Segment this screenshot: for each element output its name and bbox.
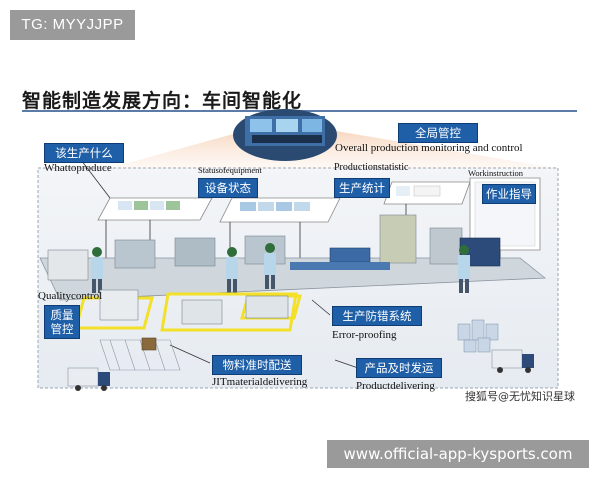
product-delivery-label: 产品及时发运 xyxy=(356,358,442,378)
source-watermark: 搜狐号@无忧知识星球 xyxy=(465,390,575,403)
status-panel-2 xyxy=(219,197,341,223)
url-banner: www.official-app-kysports.com xyxy=(327,440,589,468)
global-control-caption: Overall production monitoring and contro… xyxy=(335,142,523,154)
jit-delivery-caption: JITmaterialdelivering xyxy=(212,376,308,388)
warehouse-boxes xyxy=(457,319,499,353)
tag-label: TG: MYYJJPP xyxy=(10,10,135,40)
product-delivery-caption: Productdelivering xyxy=(356,380,435,392)
page-title: 智能制造发展方向：车间智能化 xyxy=(22,90,303,112)
work-instruction-label: 作业指导 xyxy=(482,184,536,204)
truck-right xyxy=(491,349,534,373)
statistic-panel xyxy=(383,181,471,205)
status-equipment-label: 设备状态 xyxy=(198,178,258,198)
production-statistic-label: 生产统计 xyxy=(334,178,390,198)
status-equipment-caption: Statusofequipment xyxy=(198,165,262,175)
material-racks xyxy=(47,249,289,325)
work-instruction-caption: Workinstruction xyxy=(468,168,524,178)
jit-shelving xyxy=(99,337,181,371)
control-room-image xyxy=(233,109,337,161)
what-produce-label: 该生产什么 xyxy=(44,143,124,163)
error-proofing-label: 生产防错系统 xyxy=(332,306,422,326)
quality-control-label: 质量 管控 xyxy=(44,305,80,339)
error-proofing-caption: Error-proofing xyxy=(332,329,397,341)
global-control-label: 全局管控 xyxy=(398,123,478,143)
status-panel-1 xyxy=(97,197,213,221)
what-produce-caption: Whattoproduce xyxy=(44,162,112,174)
quality-control-caption: Qualitycontrol xyxy=(38,290,103,302)
jit-delivery-label: 物料准时配送 xyxy=(212,355,302,375)
production-line xyxy=(39,214,547,301)
workers xyxy=(91,243,470,293)
control-beam xyxy=(110,128,555,168)
production-statistic-caption: Productionstatistic xyxy=(334,162,409,173)
truck-left xyxy=(67,367,110,391)
